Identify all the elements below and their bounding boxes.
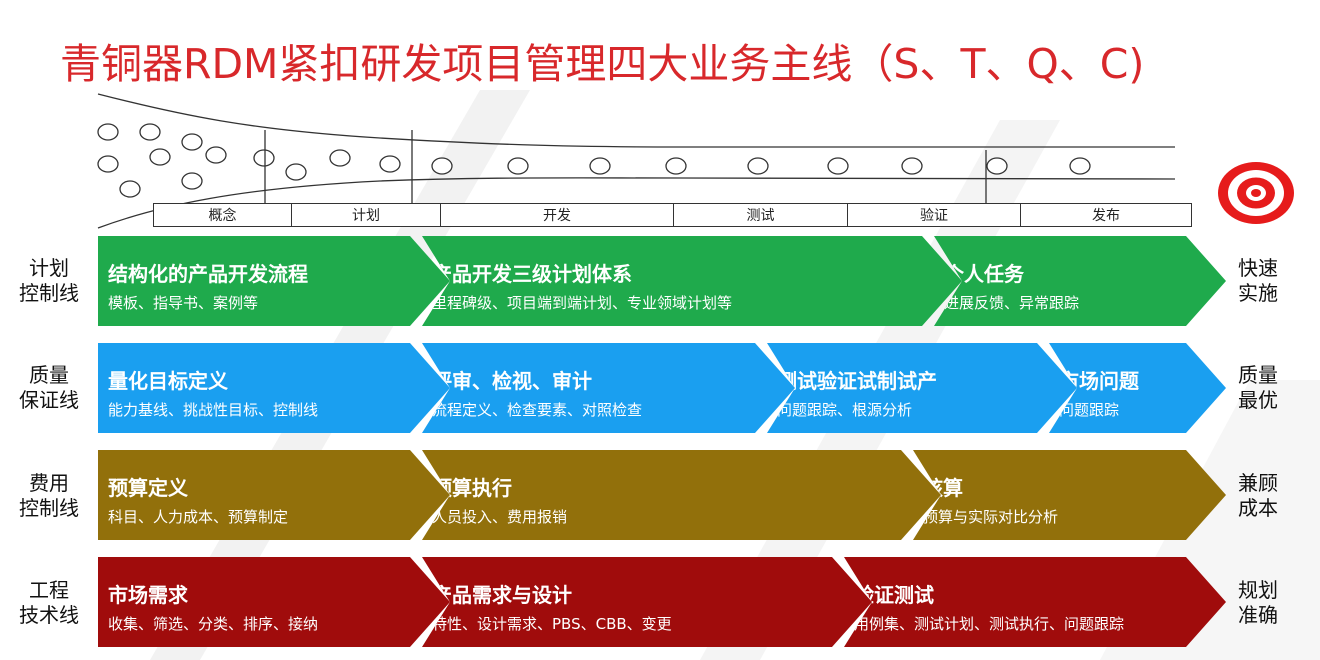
segment-heading: 产品需求与设计	[432, 583, 572, 607]
idea-circle	[665, 157, 687, 175]
idea-circle	[205, 146, 227, 164]
engineering-segment-3: 验证测试 用例集、测试计划、测试执行、问题跟踪	[844, 557, 1226, 647]
cost-segment-2: 预算执行 人员投入、费用报销	[422, 450, 941, 540]
stage-plan: 计划	[291, 204, 440, 226]
result-plan: 快速 实施	[1238, 256, 1278, 305]
segment-heading: 产品开发三级计划体系	[432, 262, 632, 286]
row-label-plan: 计划 控制线	[19, 256, 79, 305]
stage-release: 发布	[1020, 204, 1191, 226]
stage-bar: 概念 计划 开发 测试 验证 发布	[153, 203, 1192, 227]
target-icon	[1218, 162, 1294, 224]
plan-segment-2: 产品开发三级计划体系 里程碑级、项目端到端计划、专业领域计划等	[422, 236, 962, 326]
segment-detail: 问题跟踪	[1059, 401, 1120, 419]
segment-detail: 能力基线、挑战性目标、控制线	[108, 401, 319, 419]
idea-circle	[253, 149, 275, 167]
plan-segment-1: 结构化的产品开发流程 模板、指导书、案例等	[98, 236, 450, 326]
plan-segment-3: 个人任务 进展反馈、异常跟踪	[934, 236, 1226, 326]
engineering-segment-1: 市场需求 收集、筛选、分类、排序、接纳	[98, 557, 450, 647]
segment-detail: 用例集、测试计划、测试执行、问题跟踪	[854, 615, 1125, 633]
idea-circle	[139, 123, 161, 141]
segment-detail: 科目、人力成本、预算制定	[108, 508, 289, 526]
idea-circle	[119, 180, 141, 198]
idea-circle	[97, 123, 119, 141]
idea-circle	[379, 155, 401, 173]
idea-circle	[181, 133, 203, 151]
quality-segment-4: 市场问题 问题跟踪	[1049, 343, 1226, 433]
quality-segment-1: 量化目标定义 能力基线、挑战性目标、控制线	[98, 343, 450, 433]
idea-circle	[285, 163, 307, 181]
segment-detail: 预算与实际对比分析	[923, 508, 1059, 526]
stage-test: 测试	[673, 204, 847, 226]
segment-heading: 预算定义	[108, 476, 188, 500]
quality-segment-2: 评审、检视、审计 流程定义、检查要素、对照检查	[422, 343, 795, 433]
segment-detail: 里程碑级、项目端到端计划、专业领域计划等	[432, 294, 733, 312]
segment-heading: 结构化的产品开发流程	[108, 262, 308, 286]
result-quality: 质量 最优	[1238, 363, 1278, 412]
idea-circles	[97, 123, 1091, 198]
idea-circle	[507, 157, 529, 175]
segment-detail: 问题跟踪、根源分析	[777, 401, 913, 419]
idea-circle	[149, 148, 171, 166]
idea-circle	[1069, 157, 1091, 175]
cost-segment-1: 预算定义 科目、人力成本、预算制定	[98, 450, 450, 540]
segment-heading: 测试验证试制试产	[777, 369, 937, 393]
segment-detail: 进展反馈、异常跟踪	[944, 294, 1080, 312]
segment-detail: 收集、筛选、分类、排序、接纳	[108, 615, 319, 633]
segment-detail: 流程定义、检查要素、对照检查	[432, 401, 643, 419]
idea-circle	[901, 157, 923, 175]
idea-circle	[747, 157, 769, 175]
idea-circle	[986, 157, 1008, 175]
idea-circle	[827, 157, 849, 175]
segment-detail: 模板、指导书、案例等	[108, 294, 259, 312]
result-engineering: 规划 准确	[1238, 578, 1278, 627]
cost-segment-3: 核算 预算与实际对比分析	[913, 450, 1226, 540]
stage-concept: 概念	[208, 208, 237, 224]
page-title: 青铜器RDM紧扣研发项目管理四大业务主线（S、T、Q、C)	[60, 40, 1145, 88]
idea-circle	[97, 155, 119, 173]
idea-circle	[329, 149, 351, 167]
stage-develop: 开发	[440, 204, 673, 226]
row-label-quality: 质量 保证线	[19, 363, 79, 412]
segment-detail: 特性、设计需求、PBS、CBB、变更	[432, 615, 672, 633]
idea-circle	[431, 157, 453, 175]
segment-detail: 人员投入、费用报销	[432, 508, 568, 526]
stage-verify: 验证	[847, 204, 1020, 226]
result-cost: 兼顾 成本	[1238, 471, 1278, 520]
row-label-cost: 费用 控制线	[19, 471, 79, 520]
engineering-segment-2: 产品需求与设计 特性、设计需求、PBS、CBB、变更	[422, 557, 872, 647]
idea-circle	[589, 157, 611, 175]
segment-heading: 市场需求	[108, 583, 188, 607]
segment-heading: 评审、检视、审计	[432, 369, 592, 393]
segment-heading: 量化目标定义	[108, 369, 228, 393]
idea-circle	[181, 172, 203, 190]
row-label-engineering: 工程 技术线	[19, 578, 79, 627]
quality-segment-3: 测试验证试制试产 问题跟踪、根源分析	[767, 343, 1077, 433]
